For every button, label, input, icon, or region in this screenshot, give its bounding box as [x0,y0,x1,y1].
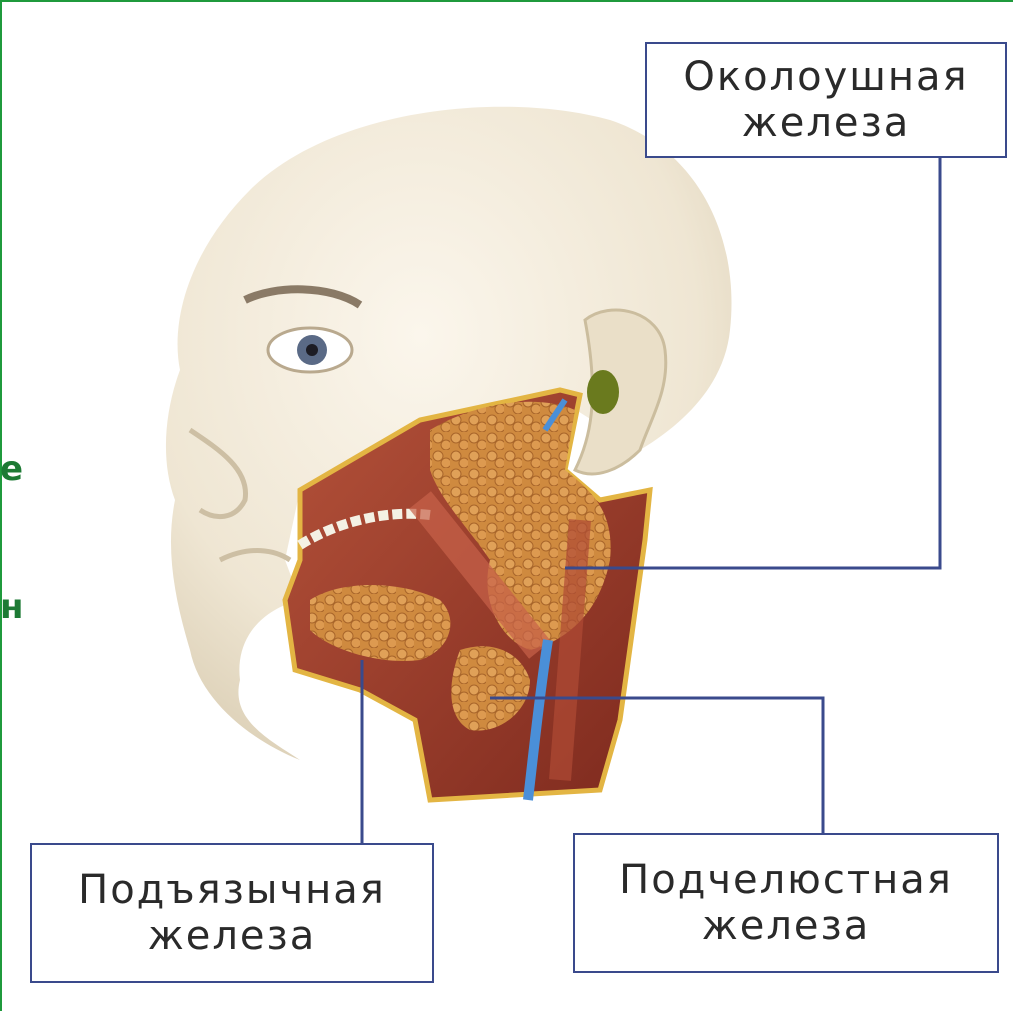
label-parotid-line2: железа [742,100,911,146]
label-parotid-gland: Околоушная железа [645,42,1007,158]
label-sublingual-line2: железа [148,913,317,959]
label-submandibular-gland: Подчелюстная железа [573,833,999,973]
label-submandibular-line1: Подчелюстная [619,857,953,903]
label-sublingual-line1: Подъязычная [78,867,386,913]
ear-canal [587,370,619,414]
label-submandibular-line2: железа [702,903,871,949]
label-sublingual-gland: Подъязычная железа [30,843,434,983]
label-parotid-line1: Околоушная [683,54,968,100]
